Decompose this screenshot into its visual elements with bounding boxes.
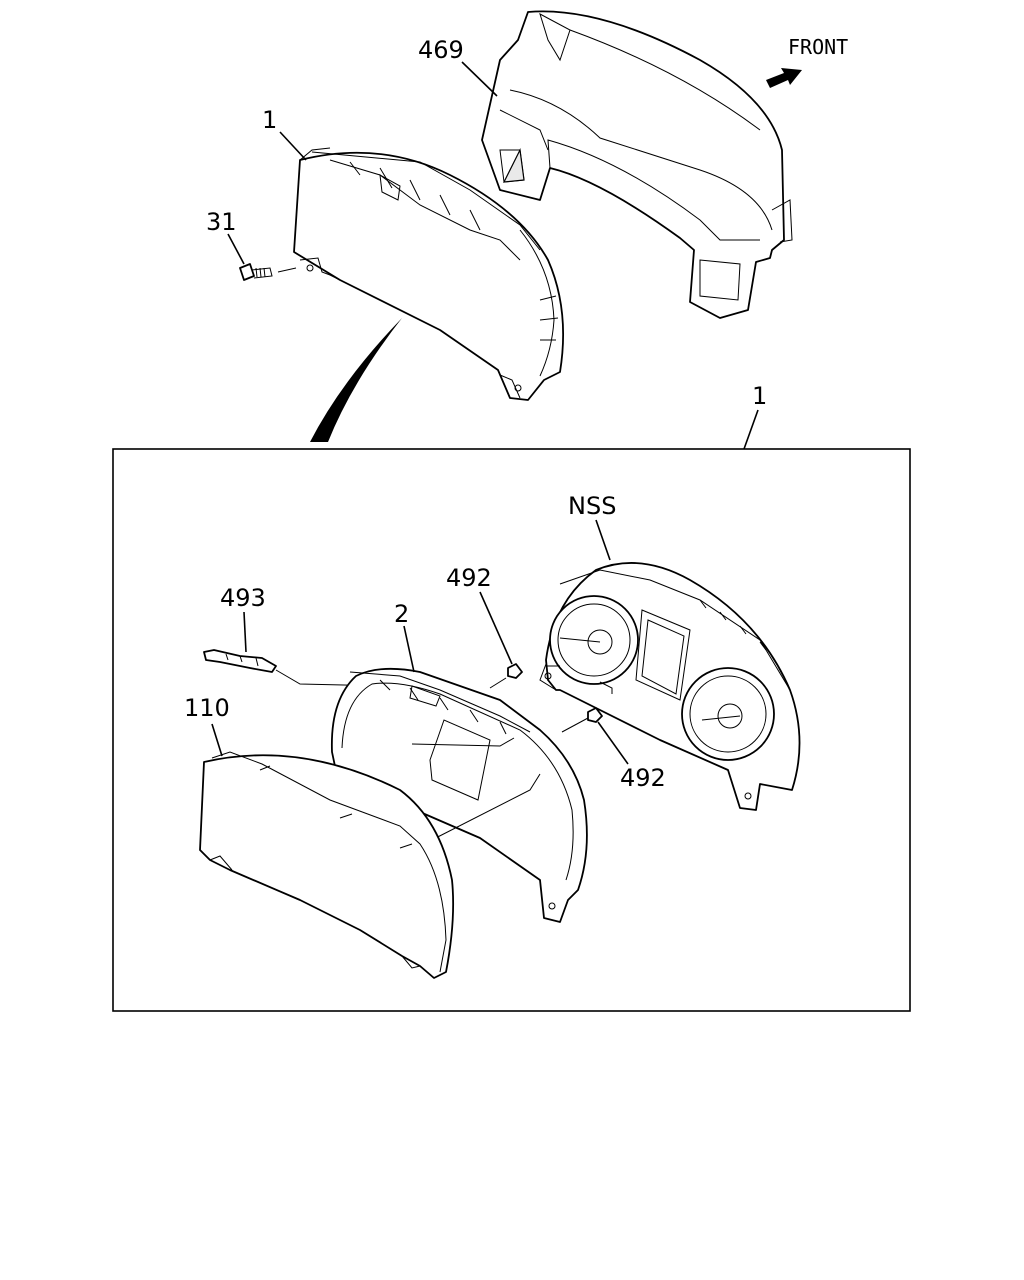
- callout-110: 110: [184, 694, 230, 722]
- leader-110: [211, 723, 223, 757]
- assembly-line-a: [411, 737, 515, 747]
- detail-pointer-arrow: [310, 318, 402, 442]
- cluster-top-part: [293, 147, 564, 401]
- screw-part: [239, 263, 297, 281]
- bezel-part: [481, 10, 793, 319]
- leader-1-box: [743, 409, 759, 450]
- front-indicator: FRONT: [766, 35, 848, 88]
- front-label: FRONT: [788, 35, 848, 59]
- leader-nss: [595, 519, 611, 561]
- callout-nss: NSS: [568, 492, 616, 520]
- leader-492-upper: [479, 591, 513, 665]
- callout-492-lower: 492: [620, 764, 666, 792]
- leader-1-top: [279, 131, 307, 161]
- nss-gauge-part: [539, 562, 801, 811]
- callout-493: 493: [220, 584, 266, 612]
- callout-1-top: 1: [262, 106, 277, 134]
- leader-493: [243, 611, 247, 653]
- clip-lower-part: [561, 707, 603, 733]
- callout-1-box: 1: [752, 382, 767, 410]
- lens-part: [199, 751, 455, 979]
- detail-box: [112, 448, 911, 1012]
- leader-469: [461, 61, 498, 97]
- callout-31: 31: [206, 208, 237, 236]
- leader-492-lower: [597, 721, 629, 765]
- callout-469: 469: [418, 36, 464, 64]
- clip-upper-part: [489, 663, 523, 689]
- assembly-line-b: [419, 773, 541, 847]
- leader-31: [227, 233, 245, 265]
- leader-2: [403, 625, 415, 673]
- callout-492-upper: 492: [446, 564, 492, 592]
- case-part: [330, 667, 588, 923]
- callout-2: 2: [394, 600, 409, 628]
- front-arrow-icon: [766, 68, 802, 88]
